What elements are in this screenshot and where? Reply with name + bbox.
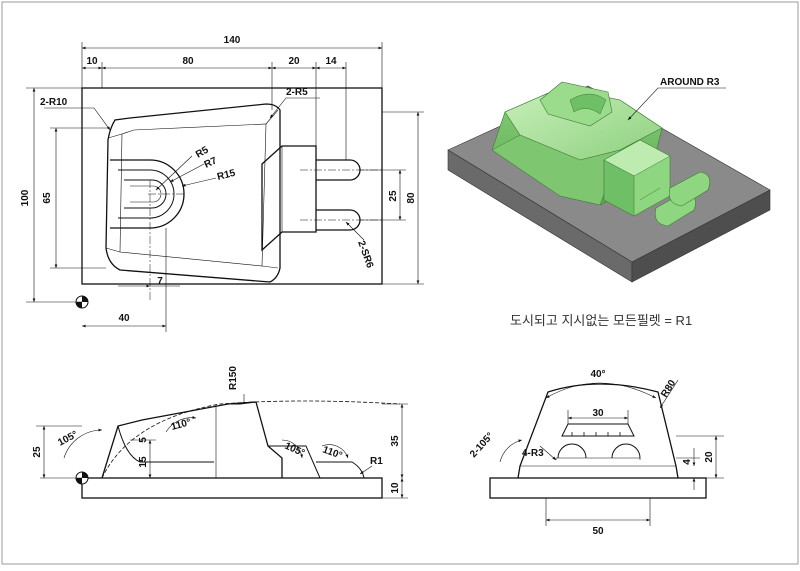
dim-7: 7 bbox=[157, 276, 163, 287]
dim-140: 140 bbox=[224, 35, 241, 46]
label-2-sr6: 2-SR6 bbox=[355, 239, 375, 270]
side-view: 40° R80 30 2-105° 4-R3 4 20 50 bbox=[468, 369, 724, 537]
dim-side-50: 50 bbox=[592, 526, 604, 537]
dim-front-110b: 110° bbox=[321, 444, 344, 461]
side-body-outline bbox=[517, 383, 679, 479]
dim-10: 10 bbox=[86, 56, 98, 67]
top-view: 140 10 80 20 14 100 65 40 7 25 80 2-R10 … bbox=[20, 35, 424, 332]
front-view: R150 105° 110° 105° 110° R1 25 5 15 35 1… bbox=[32, 366, 408, 499]
label-2-r10: 2-R10 bbox=[40, 97, 68, 108]
dim-side-20: 20 bbox=[704, 451, 715, 463]
dim-100: 100 bbox=[20, 189, 31, 206]
dim-r150: R150 bbox=[228, 366, 239, 390]
dim-20: 20 bbox=[288, 56, 300, 67]
dim-side-r80: R80 bbox=[659, 378, 678, 400]
side-base bbox=[489, 477, 707, 499]
dim-front-105a: 105° bbox=[56, 429, 79, 448]
dim-front-10: 10 bbox=[390, 482, 401, 494]
dim-front-105b: 105° bbox=[283, 441, 306, 459]
dim-front-35: 35 bbox=[390, 435, 401, 447]
dim-side-4-r3: 4-R3 bbox=[522, 448, 544, 459]
dim-40: 40 bbox=[118, 313, 130, 324]
front-base bbox=[81, 477, 383, 499]
dim-side-30: 30 bbox=[592, 408, 604, 419]
top-body-outline bbox=[105, 103, 281, 283]
dim-front-r1: R1 bbox=[370, 456, 383, 467]
iso-view: AROUND R3 bbox=[447, 77, 771, 283]
label-around-r3: AROUND R3 bbox=[660, 77, 720, 88]
dim-front-110a: 110° bbox=[170, 417, 192, 433]
dim-65: 65 bbox=[42, 192, 53, 204]
top-boss-outline bbox=[261, 145, 317, 252]
dim-25: 25 bbox=[388, 190, 399, 202]
front-body-outline bbox=[101, 401, 283, 479]
dim-front-15: 15 bbox=[138, 456, 149, 468]
dim-side-4: 4 bbox=[682, 459, 693, 465]
top-body-inner bbox=[119, 123, 267, 267]
dim-side-40: 40° bbox=[590, 369, 605, 380]
dim-front-25: 25 bbox=[32, 446, 43, 458]
label-r15: R15 bbox=[216, 168, 237, 183]
label-2-r5: 2-R5 bbox=[286, 87, 308, 98]
dim-80-top: 80 bbox=[182, 56, 194, 67]
top-base-outline bbox=[81, 87, 383, 285]
dim-side-2-105: 2-105° bbox=[468, 431, 496, 460]
dim-front-5: 5 bbox=[138, 437, 149, 443]
label-r7: R7 bbox=[203, 155, 220, 171]
fillet-note: 도시되고 지시없는 모든필렛 = R1 bbox=[510, 313, 692, 328]
dim-14: 14 bbox=[325, 56, 337, 67]
dim-80-right: 80 bbox=[406, 192, 417, 204]
